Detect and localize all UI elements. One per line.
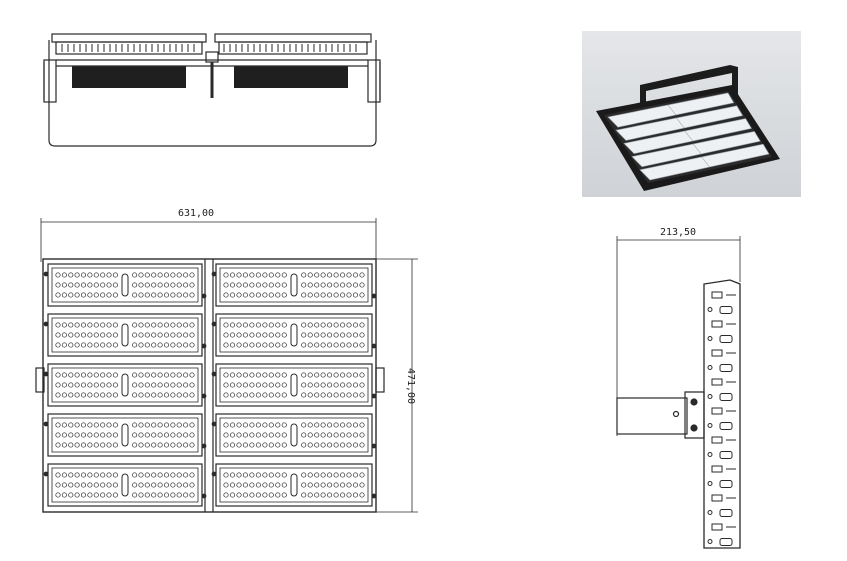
led-module: [43, 263, 207, 307]
floodlight-photo-icon: [582, 31, 801, 197]
led-module: [211, 463, 377, 507]
led-panel: [623, 118, 752, 154]
mounting-bracket-arm: [616, 397, 688, 435]
led-module: [43, 313, 207, 357]
fixture-outline: [42, 258, 377, 513]
led-module: [43, 363, 207, 407]
led-panel: [607, 92, 735, 128]
led-module: [211, 263, 377, 307]
led-module: [211, 363, 377, 407]
led-module: [43, 463, 207, 507]
led-panel: [631, 131, 761, 168]
heatsink-right: [234, 66, 348, 88]
fixture-side-profile: [703, 279, 741, 549]
front-view-drawing: [35, 218, 418, 513]
product-render-photo: [582, 31, 801, 197]
led-panel: [615, 105, 744, 141]
width-dimension-label: 631,00: [178, 208, 214, 219]
side-view-drawing: [616, 236, 741, 549]
led-module: [43, 413, 207, 457]
depth-dimension-label: 213,50: [660, 227, 696, 238]
led-module: [211, 313, 377, 357]
top-view-drawing: [43, 33, 381, 147]
height-dimension-label: 471,00: [405, 368, 416, 404]
led-module: [211, 413, 377, 457]
led-panel: [639, 143, 770, 181]
heatsink-left: [72, 66, 186, 88]
